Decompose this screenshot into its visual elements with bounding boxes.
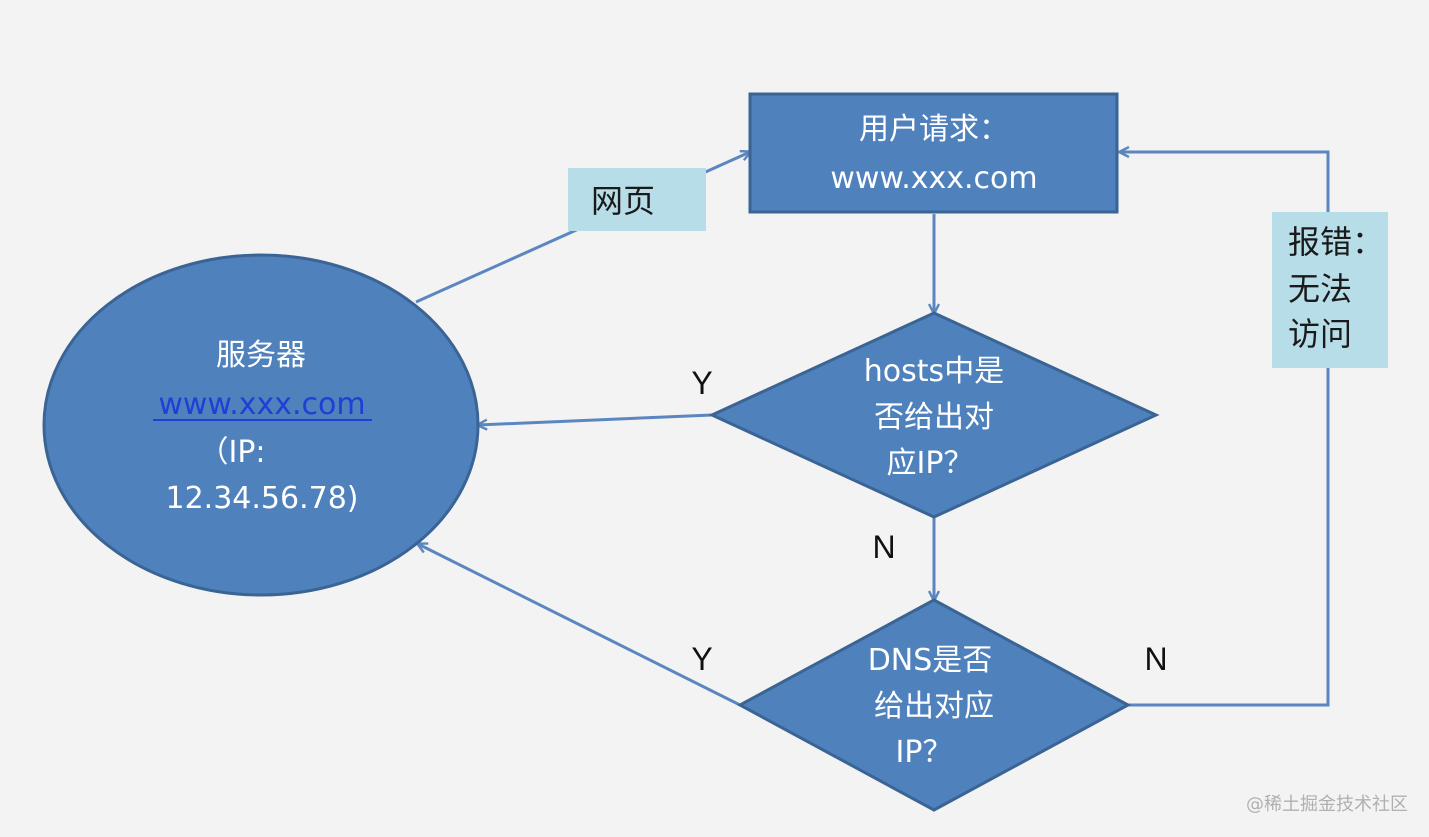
- dns-decision-node: DNS是否 给出对应 IP？: [736, 598, 1132, 812]
- webpage-label-box: [568, 168, 706, 231]
- dns-decision-line-3: IP？: [896, 735, 953, 770]
- hosts-decision-node: hosts中是 否给出对 应IP？: [708, 311, 1160, 519]
- dns-decision-diamond: [736, 598, 1132, 812]
- server-line-4: 12.34.56.78): [165, 481, 358, 516]
- connector-dns-no-to-user-request: [1120, 152, 1330, 707]
- dns-yes-label: Y: [691, 641, 712, 677]
- error-label: 报错： 无法 访问: [1272, 212, 1388, 368]
- server-ellipse: [42, 253, 480, 597]
- hosts-decision-line-2: 否给出对: [874, 400, 994, 435]
- dns-decision-line-2: 给出对应: [874, 689, 994, 724]
- server-line-3: （IP:: [198, 435, 265, 470]
- dns-no-label: N: [1144, 641, 1167, 677]
- watermark: @稀土掘金技术社区: [1246, 794, 1408, 815]
- user-request-node: 用户请求： www.xxx.com: [748, 92, 1119, 214]
- user-request-line-1: 用户请求：: [859, 112, 1009, 147]
- server-line-1: 服务器: [216, 338, 306, 373]
- webpage-label-text: 网页: [591, 182, 655, 220]
- hosts-decision-line-3: 应IP？: [887, 446, 974, 481]
- server-node: 服务器 www.xxx.com （IP: 12.34.56.78): [42, 253, 480, 597]
- error-label-line-1: 报错：: [1288, 223, 1384, 261]
- error-label-line-2: 无法: [1288, 270, 1352, 308]
- webpage-label: 网页: [568, 168, 706, 231]
- hosts-yes-label: Y: [691, 365, 712, 401]
- connector-dns-yes-to-server: [418, 544, 741, 707]
- error-label-box: [1272, 212, 1388, 368]
- user-request-box: [748, 92, 1119, 214]
- connector-hosts-yes-to-server: [478, 413, 713, 425]
- user-request-line-2: www.xxx.com: [830, 161, 1037, 196]
- hosts-no-label: N: [872, 529, 895, 565]
- server-link[interactable]: www.xxx.com: [158, 387, 365, 422]
- error-label-line-3: 访问: [1288, 315, 1352, 353]
- hosts-decision-diamond: [708, 311, 1160, 519]
- hosts-decision-line-1: hosts中是: [864, 354, 1004, 389]
- dns-decision-line-1: DNS是否: [868, 643, 993, 678]
